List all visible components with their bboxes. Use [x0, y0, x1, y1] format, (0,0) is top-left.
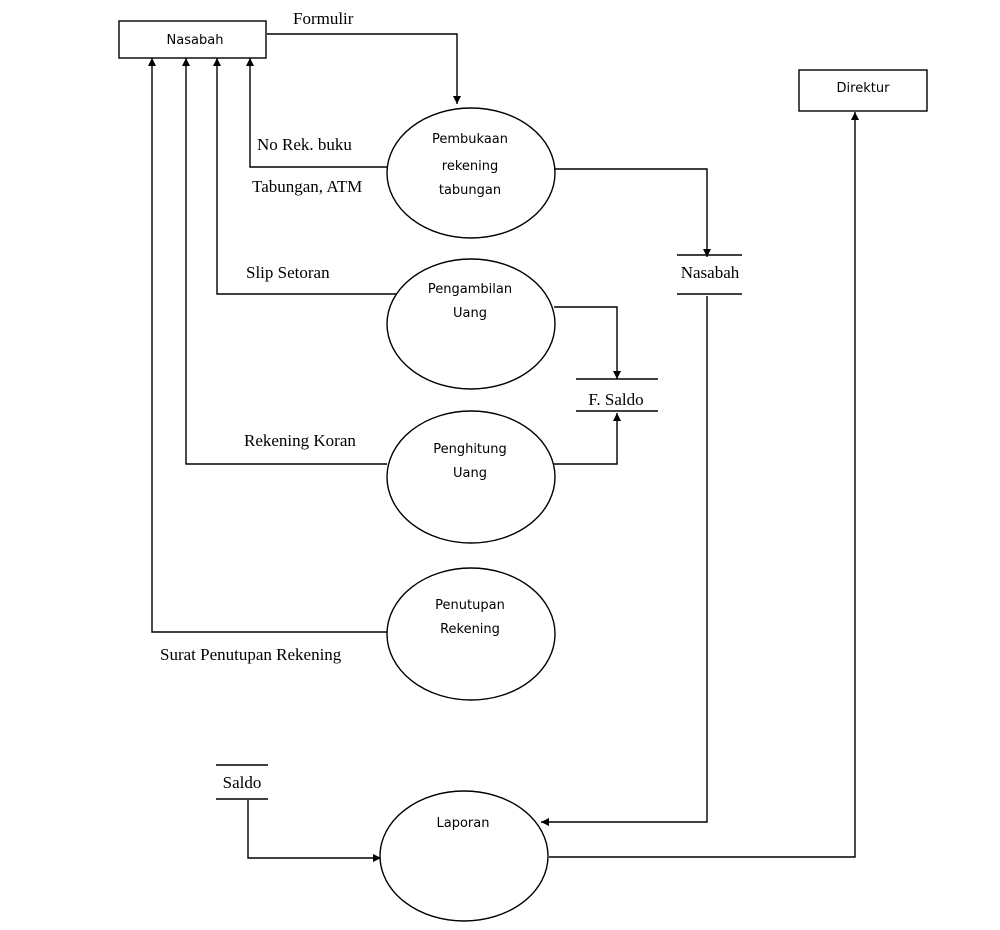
flow-slip-line	[213, 58, 398, 295]
flow-formulir-line	[267, 33, 461, 104]
process-pembukaan-line-1: Pembukaan	[432, 132, 508, 147]
store-nasabah: Nasabah	[677, 254, 742, 295]
flow-saldo-to-laporan-line	[247, 800, 381, 862]
flow-koran-line	[182, 58, 387, 465]
flow-pembukaan-to-store-line	[554, 168, 711, 257]
process-laporan-line-1: Laporan	[437, 816, 490, 831]
process-penutupan-line-2: Rekening	[440, 622, 500, 637]
store-saldo: Saldo	[216, 764, 268, 800]
process-pengambilan-line-2: Uang	[453, 306, 487, 321]
process-pembukaan-rekening: Pembukaan rekening tabungan	[386, 107, 556, 239]
process-penghitung-line-1: Penghitung	[433, 442, 507, 457]
process-pembukaan-line-2: rekening	[442, 159, 498, 174]
flow-koran-label: Rekening Koran	[244, 431, 356, 450]
process-pengambilan-uang: Pengambilan Uang	[386, 258, 556, 390]
flow-formulir-label: Formulir	[293, 9, 354, 28]
entity-direktur-label: Direktur	[837, 81, 891, 96]
store-f-saldo: F. Saldo	[576, 378, 658, 412]
process-penutupan-line-1: Penutupan	[435, 598, 505, 613]
process-pengambilan-line-1: Pengambilan	[428, 282, 512, 297]
process-penghitung-line-2: Uang	[453, 466, 487, 481]
process-laporan: Laporan	[379, 790, 549, 922]
flow-norek-label-1: No Rek. buku	[257, 135, 352, 154]
entity-nasabah: Nasabah	[118, 20, 267, 59]
entity-nasabah-label: Nasabah	[167, 33, 224, 48]
store-saldo-label: Saldo	[223, 773, 262, 792]
process-pembukaan-line-3: tabungan	[439, 183, 501, 198]
flow-laporan-to-direktur-line	[549, 112, 859, 858]
entity-direktur: Direktur	[798, 69, 928, 112]
flow-surat-line	[148, 58, 387, 633]
process-penutupan-rekening: Penutupan Rekening	[386, 567, 556, 701]
flow-slip-label: Slip Setoran	[246, 263, 330, 282]
store-nasabah-label: Nasabah	[681, 263, 740, 282]
flow-norek-label-2: Tabungan, ATM	[252, 177, 362, 196]
flow-store-to-laporan-line	[541, 296, 708, 826]
flow-penghitung-to-fsaldo-line	[554, 413, 621, 465]
flow-pengambilan-to-fsaldo-line	[554, 306, 621, 379]
flow-norek-line	[246, 58, 387, 168]
process-penghitung-uang: Penghitung Uang	[386, 410, 556, 544]
flow-surat-label: Surat Penutupan Rekening	[160, 645, 342, 664]
store-f-saldo-label: F. Saldo	[588, 390, 643, 409]
